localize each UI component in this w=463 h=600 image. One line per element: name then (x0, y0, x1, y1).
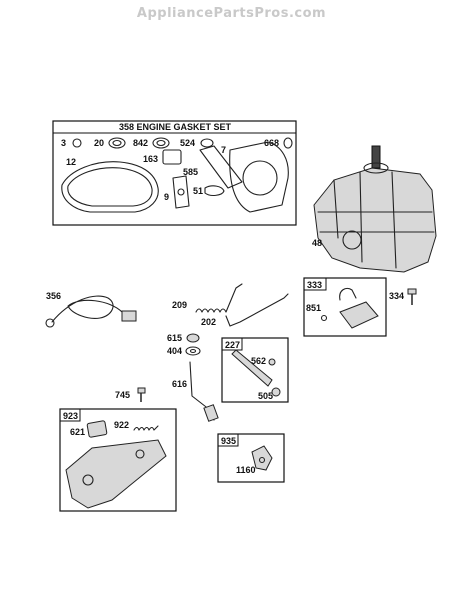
o-ring-3 (72, 138, 82, 148)
kit-923-bracket (65, 439, 167, 509)
part-label-616: 616 (172, 379, 187, 389)
kit-333-module (339, 301, 379, 329)
gasket-9 (172, 175, 190, 209)
harness-wire (51, 295, 123, 323)
kit-923: 923 621 922 (59, 408, 177, 512)
kit-227-header: 227 (225, 340, 240, 350)
gasket-9-hole (177, 188, 185, 196)
crankcase-ribs (317, 171, 435, 269)
crankshaft-collar (363, 162, 389, 174)
gasket-51 (204, 185, 225, 196)
kit-923-clip (86, 420, 108, 438)
kit-923-header: 923 (63, 411, 78, 421)
part-label-745: 745 (115, 390, 130, 400)
kit-935-screw (258, 456, 266, 464)
kit-333-wire (339, 287, 357, 301)
kit-923-box (59, 408, 177, 512)
gasket-163 (162, 149, 182, 165)
seal-842 (152, 137, 170, 149)
crankcase-48: 48 (312, 145, 437, 273)
kit-935-box (217, 433, 285, 483)
part-label-209: 209 (172, 300, 187, 310)
oil-pan-gasket-12-inner (67, 167, 153, 207)
part-label-585: 585 (183, 167, 198, 177)
head-gasket (229, 141, 289, 213)
governor-spring-209: 209 (172, 283, 243, 313)
link-rod (225, 293, 289, 327)
harness-connector (121, 310, 137, 322)
watermark: AppliancePartsPros.com (136, 6, 327, 21)
part-label-615: 615 (167, 333, 182, 343)
kit-227-box (221, 337, 289, 403)
seal-842-inner (156, 139, 166, 147)
part-label-7: 7 (221, 145, 226, 155)
part-label-505: 505 (258, 391, 273, 401)
harness-356: 356 (45, 291, 137, 328)
governor-lever (231, 349, 273, 387)
kit-923-tag (59, 408, 81, 422)
seal-20 (108, 137, 126, 149)
kit-935-tag (217, 433, 239, 447)
governor-link-202: 202 (201, 293, 289, 327)
kit-935-header: 935 (221, 436, 236, 446)
kit-333: 333 851 (303, 277, 387, 337)
part-label-842: 842 (133, 138, 148, 148)
part-label-356: 356 (46, 291, 61, 301)
kit-333-screw (320, 314, 328, 322)
kit-923-hole-b (135, 449, 145, 459)
kit-333-box (303, 277, 387, 337)
kit-227-bushing (271, 387, 281, 397)
kit-333-tag (303, 277, 327, 291)
harness-terminal (45, 318, 55, 328)
seal-524 (200, 138, 214, 148)
washer-404: 404 (167, 346, 201, 356)
gasket-set-kit: 358 ENGINE GASKET SET 3 20 842 524 7 668… (52, 120, 297, 226)
part-label-20: 20 (94, 138, 104, 148)
screw-334-head (407, 288, 417, 295)
seal-668 (283, 137, 293, 149)
washer-404-shape (185, 346, 201, 356)
part-label-334: 334 (389, 291, 404, 301)
spring-coil (195, 283, 243, 313)
part-label-202: 202 (201, 317, 216, 327)
kit-333-header: 333 (307, 280, 322, 290)
seal-20-inner (112, 139, 122, 147)
part-label-9: 9 (164, 192, 169, 202)
part-label-48: 48 (312, 238, 322, 248)
gasket-7 (199, 145, 243, 189)
governor-shaft-616: 616 (172, 361, 219, 422)
part-label-163: 163 (143, 154, 158, 164)
kit-227-nut (268, 358, 276, 366)
part-label-51: 51 (193, 186, 203, 196)
nut-615: 615 (167, 333, 200, 343)
kit-227-tag (221, 337, 243, 351)
screw-745: 745 (115, 387, 146, 402)
part-label-851: 851 (306, 303, 321, 313)
part-label-524: 524 (180, 138, 195, 148)
kit-227: 227 562 505 (221, 337, 289, 403)
part-label-12: 12 (66, 157, 76, 167)
crankshaft-end (371, 145, 381, 169)
kit-923-spring (133, 425, 159, 431)
gasket-set-header: 358 ENGINE GASKET SET (119, 122, 232, 132)
kit-923-hole-a (82, 474, 94, 486)
part-label-922: 922 (114, 420, 129, 430)
part-label-621: 621 (70, 427, 85, 437)
gasket-set-box (52, 120, 297, 226)
shaft-616-end (203, 404, 219, 422)
screw-745-head (137, 387, 146, 394)
head-gasket-bore (242, 160, 278, 196)
part-label-3: 3 (61, 138, 66, 148)
part-label-404: 404 (167, 346, 182, 356)
oil-pan-gasket-12 (61, 161, 159, 213)
crankcase-body (313, 167, 437, 273)
washer-404-hole (189, 348, 197, 354)
part-label-562: 562 (251, 356, 266, 366)
kit-935: 935 1160 (217, 433, 285, 483)
crankcase-boss (342, 230, 362, 250)
screw-334: 334 (389, 288, 417, 305)
part-label-1160: 1160 (236, 465, 256, 475)
nut-615-shape (186, 333, 200, 343)
